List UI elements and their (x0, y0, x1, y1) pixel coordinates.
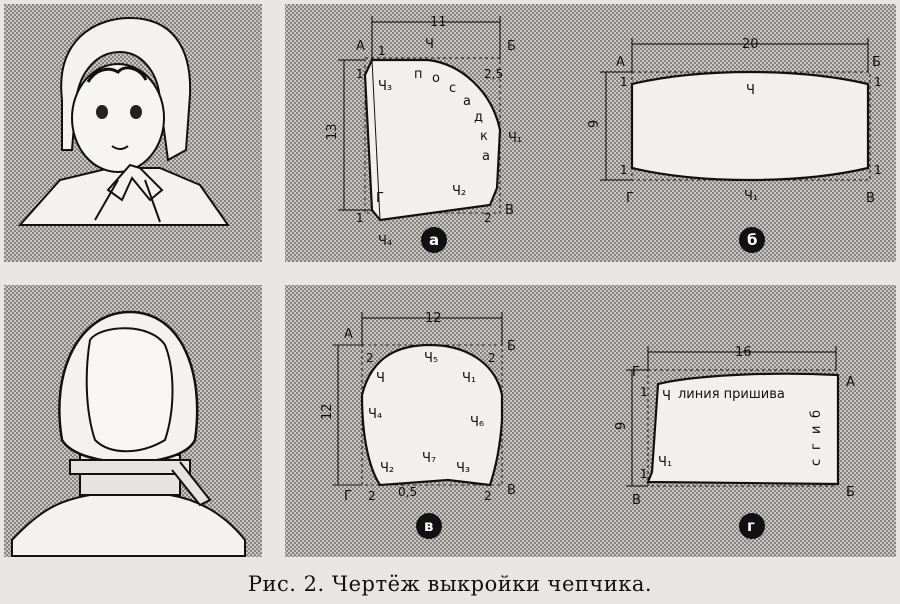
v-num-2: 2 (368, 489, 376, 503)
pattern-piece-a (338, 16, 502, 222)
v-dim-left: 12 (320, 403, 335, 420)
v-num-2: 2 (488, 351, 496, 365)
badge-a-label: а (429, 231, 439, 249)
badge-b (739, 227, 765, 253)
b-num-1: 1 (620, 75, 628, 89)
g-fold-label: с г и б (809, 410, 824, 466)
a-point-A: А (356, 39, 365, 54)
a-num-1-top: 1 (378, 44, 386, 58)
g-fold-letter: с (809, 459, 824, 466)
v-point-Ch1: Ч₁ (462, 371, 476, 386)
g-seam-label: линия пришива (678, 387, 785, 402)
a-point-B: Б (507, 39, 516, 54)
a-point-Ch: Ч (425, 37, 434, 52)
a-point-Ch4: Ч₄ (378, 234, 392, 249)
v-point-Ch4: Ч₄ (368, 407, 382, 422)
g-point-B: Б (846, 485, 855, 500)
v-point-Ch7: Ч₇ (422, 451, 436, 466)
pattern-piece-v (332, 312, 504, 487)
a-point-Ch3: Ч₃ (378, 79, 392, 94)
v-dim-top: 12 (425, 311, 442, 326)
b-dim-top: 20 (742, 37, 759, 52)
g-num-1: 1 (640, 467, 648, 481)
badge-g-label: г (747, 517, 755, 535)
b-num-1: 1 (874, 75, 882, 89)
a-seam-letter: а (463, 94, 471, 109)
a-num-2-5: 2,5 (484, 67, 503, 81)
a-point-Ch1: Ч₁ (508, 131, 522, 146)
v-num-0-5: 0,5 (398, 485, 417, 499)
a-seam-word: п о с а д к а (414, 67, 490, 164)
badge-v (416, 513, 442, 539)
g-num-1: 1 (640, 385, 648, 399)
b-point-Ch1: Ч₁ (744, 189, 758, 204)
badge-v-label: в (424, 517, 434, 535)
v-point-Ch2: Ч₂ (380, 461, 394, 476)
g-point-Ch1: Ч₁ (658, 455, 672, 470)
pattern-piece-g (626, 346, 840, 487)
badge-g (739, 513, 765, 539)
v-point-Ch6: Ч₆ (470, 415, 484, 430)
baby-back-illustration (11, 310, 246, 557)
b-num-1: 1 (874, 163, 882, 177)
v-point-Ch3: Ч₃ (456, 461, 470, 476)
g-fold-letter: г (809, 443, 824, 450)
baby-front-illustration (17, 16, 230, 226)
a-dim-left: 13 (325, 123, 340, 140)
v-point-A: А (344, 327, 353, 342)
g-point-V: В (632, 493, 641, 508)
a-num-2: 2 (484, 211, 492, 225)
a-num-1-bottom: 1 (356, 211, 364, 225)
g-dim-top: 16 (735, 345, 752, 360)
v-point-G: Г (344, 489, 352, 504)
b-point-G: Г (626, 191, 634, 206)
v-num-2: 2 (366, 351, 374, 365)
v-point-B: Б (507, 339, 516, 354)
g-point-A: А (846, 375, 855, 390)
g-point-G: Г (632, 365, 640, 380)
b-point-A: А (616, 55, 625, 70)
b-point-B: Б (872, 55, 881, 70)
a-point-G: Г (376, 191, 384, 206)
b-point-V: В (866, 191, 875, 206)
g-point-Ch: Ч (662, 389, 671, 404)
pattern-piece-b (600, 38, 871, 182)
a-seam-letter: с (449, 81, 456, 96)
a-num-1-left: 1 (356, 67, 364, 81)
v-point-V: В (507, 483, 516, 498)
a-seam-letter: к (480, 129, 488, 144)
v-num-2: 2 (484, 489, 492, 503)
b-num-1: 1 (620, 163, 628, 177)
figure-caption: Рис. 2. Чертёж выкройки чепчика. (247, 572, 653, 596)
b-point-Ch: Ч (746, 83, 755, 98)
g-fold-letter: б (809, 410, 824, 418)
a-seam-letter: д (474, 110, 483, 125)
a-seam-letter: а (482, 149, 490, 164)
a-dim-top: 11 (430, 15, 447, 30)
v-point-Ch5: Ч₅ (424, 351, 438, 366)
g-dim-left: 9 (614, 422, 629, 430)
badge-a (421, 227, 447, 253)
b-dim-left: 9 (587, 120, 602, 128)
a-seam-letter: п (414, 67, 423, 82)
badge-b-label: б (747, 231, 757, 249)
a-point-Ch2: Ч₂ (452, 184, 466, 199)
a-point-V: В (505, 203, 514, 218)
g-fold-letter: и (809, 426, 824, 434)
v-point-Ch: Ч (376, 371, 385, 386)
a-seam-letter: о (432, 71, 440, 86)
